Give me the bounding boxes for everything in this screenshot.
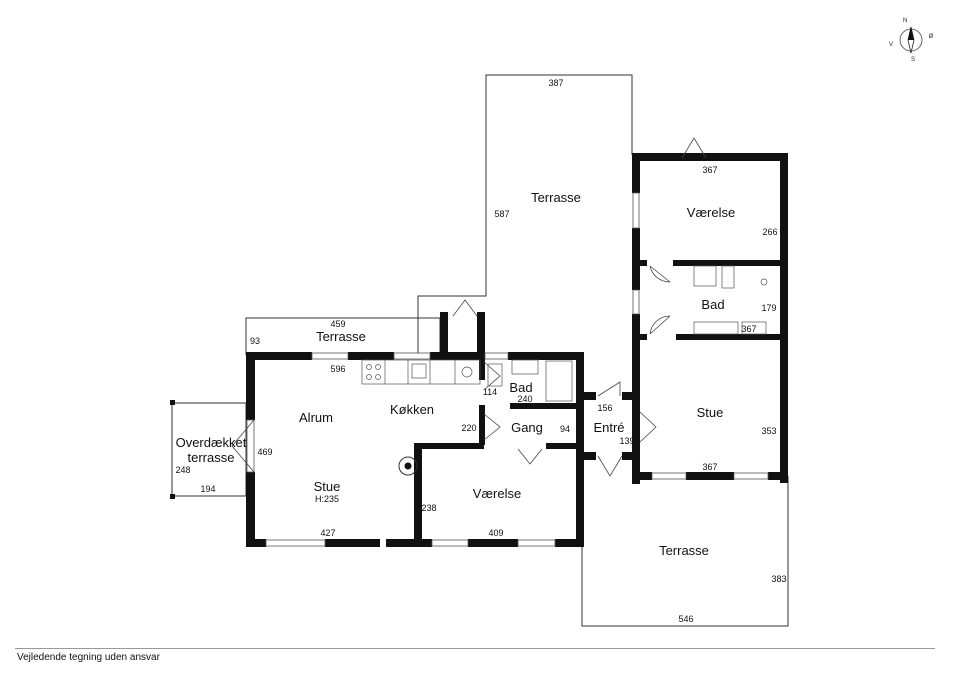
- terrace-outlines: [171, 74, 789, 627]
- stove-center: [404, 462, 412, 470]
- room-overdaekket-2: terrasse: [188, 450, 235, 465]
- compass-n: N: [903, 18, 907, 24]
- dim-353: 353: [761, 426, 776, 436]
- dim-367a: 367: [702, 165, 717, 175]
- compass-icon: N S V Ø: [889, 18, 934, 63]
- dim-469: 469: [257, 447, 272, 457]
- fixtures: [361, 265, 768, 402]
- compass-o: Ø: [929, 34, 934, 40]
- dim-367b: 367: [741, 324, 756, 334]
- dim-194: 194: [200, 484, 215, 494]
- room-entre: Entré: [593, 420, 624, 435]
- dim-94: 94: [560, 424, 570, 434]
- dim-156: 156: [597, 403, 612, 413]
- dim-114: 114: [483, 387, 497, 397]
- dim-220: 220: [461, 423, 476, 433]
- dim-238: 238: [421, 503, 436, 513]
- room-stue-right: Stue: [697, 405, 724, 420]
- room-terrasse-top: Terrasse: [531, 190, 581, 205]
- dim-266: 266: [762, 227, 777, 237]
- dim-367c: 367: [702, 462, 717, 472]
- room-bad-right: Bad: [701, 297, 724, 312]
- room-alrum: Alrum: [299, 410, 333, 425]
- dim-546: 546: [678, 614, 693, 624]
- stove-icon: [398, 456, 418, 476]
- dim-587: 587: [494, 209, 509, 219]
- dim-139: 139: [619, 436, 634, 446]
- compass-s: S: [911, 57, 915, 63]
- covered-terrace-posts: [170, 400, 175, 499]
- dim-383: 383: [771, 574, 786, 584]
- dim-427: 427: [320, 528, 335, 538]
- room-vaerelse-right: Værelse: [687, 205, 735, 220]
- dim-459: 459: [330, 319, 345, 329]
- footer-disclaimer: Vejledende tegning uden ansvar: [17, 652, 160, 663]
- dim-596: 596: [330, 364, 345, 374]
- doors: [231, 137, 707, 477]
- room-stue-left: Stue: [314, 479, 341, 494]
- dim-93: 93: [250, 336, 260, 346]
- footer-divider: [15, 648, 935, 649]
- room-koekken: Køkken: [390, 402, 434, 417]
- dim-248: 248: [175, 465, 190, 475]
- dim-409: 409: [488, 528, 503, 538]
- room-terrasse-left: Terrasse: [316, 329, 366, 344]
- walls: [246, 153, 788, 547]
- room-gang: Gang: [511, 420, 543, 435]
- room-bad-small: Bad: [509, 380, 532, 395]
- room-overdaekket-1: Overdækket: [176, 435, 247, 450]
- compass-v: V: [889, 42, 893, 48]
- windows: [246, 192, 769, 547]
- dim-240: 240: [517, 394, 532, 404]
- room-vaerelse-bottom: Værelse: [473, 486, 521, 501]
- dim-179: 179: [761, 303, 776, 313]
- room-stue-height: H:235: [315, 494, 339, 504]
- dim-387: 387: [548, 78, 563, 88]
- room-terrasse-bottom: Terrasse: [659, 543, 709, 558]
